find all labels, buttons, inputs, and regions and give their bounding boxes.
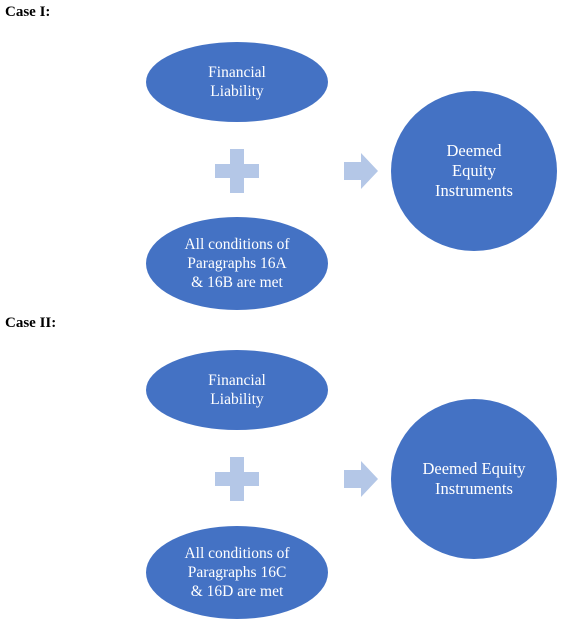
case-2-arrow-right-icon <box>344 461 378 497</box>
case-2-plus-icon <box>215 457 259 501</box>
case-2-deemed-equity-text: Deemed Equity Instruments <box>422 459 526 498</box>
case-2-conditions-node: All conditions of Paragraphs 16C & 16D a… <box>146 526 328 619</box>
case-1-label: Case I: <box>5 4 51 20</box>
case-1-financial-liability-node: Financial Liability <box>146 42 328 122</box>
case-2-financial-liability-text: Financial Liability <box>208 372 266 408</box>
case-1-arrow-right-icon <box>344 153 378 189</box>
case-1-plus-icon <box>215 149 259 193</box>
case-1-conditions-text: All conditions of Paragraphs 16A & 16B a… <box>184 236 290 291</box>
case-1-conditions-node: All conditions of Paragraphs 16A & 16B a… <box>146 217 328 310</box>
case-2-deemed-equity-node: Deemed Equity Instruments <box>391 399 557 559</box>
case-2-conditions-text: All conditions of Paragraphs 16C & 16D a… <box>184 545 290 600</box>
case-2-label: Case II: <box>5 315 57 331</box>
case-1-financial-liability-text: Financial Liability <box>208 64 266 100</box>
case-1-deemed-equity-text: Deemed Equity Instruments <box>435 141 513 200</box>
case-2-financial-liability-node: Financial Liability <box>146 350 328 430</box>
case-1-deemed-equity-node: Deemed Equity Instruments <box>391 91 557 251</box>
